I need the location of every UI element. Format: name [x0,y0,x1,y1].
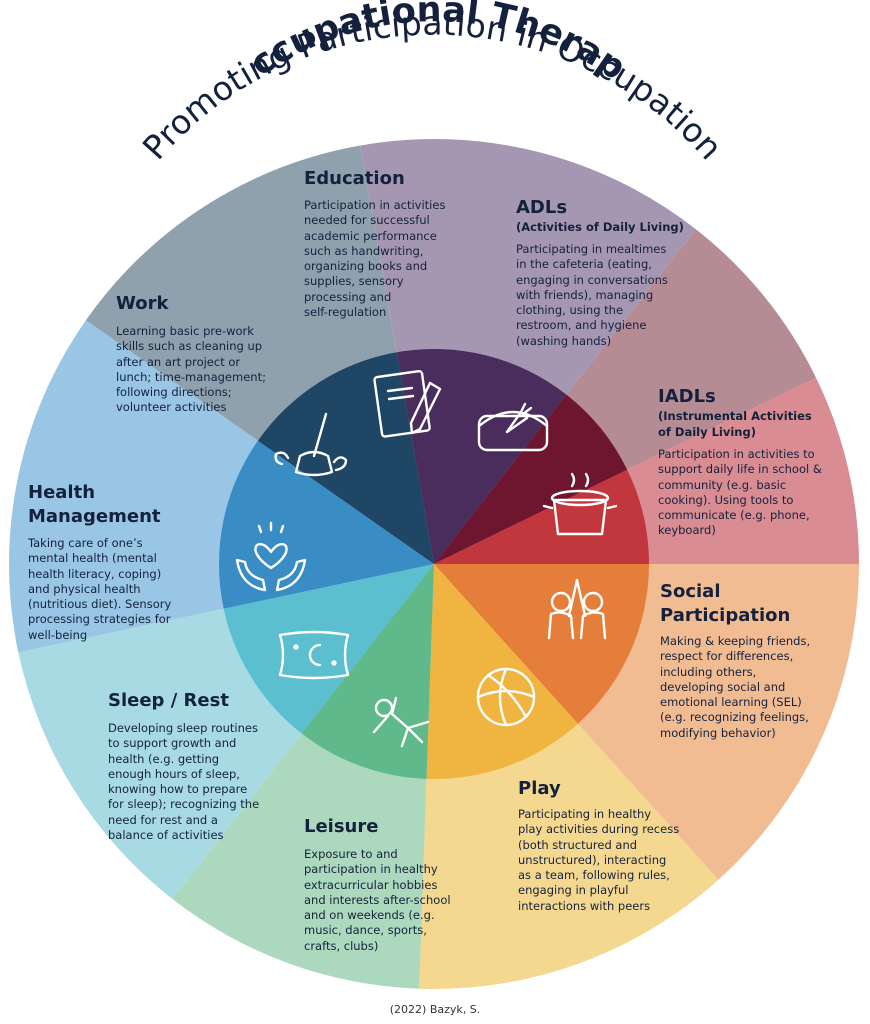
segment-title-education: Education [304,168,405,189]
ball-icon [476,667,536,727]
high-five-icon [547,578,607,640]
segment-title-play: Play [518,778,561,799]
pillow-moon-icon [278,630,350,680]
lunchbox-icon [477,402,549,452]
segment-title-iadls: IADLs [658,386,716,407]
segment-title-work: Work [116,293,169,314]
inner-wedge-sleep [223,564,434,734]
inner-ring [219,349,650,780]
inner-wedge-leisure [301,564,434,779]
inner-wedge-social [434,564,650,724]
inner-wedge-work [257,352,434,564]
segment-desc-social-participation: Making & keeping friends,respect for dif… [660,634,811,740]
inner-wedge-education [396,349,567,564]
inner-wedge-iadls [434,469,649,564]
notebook-pencil-icon [373,369,442,438]
inner-wedge-play [426,564,578,780]
segment-title-sleep-rest: Sleep / Rest [108,690,229,711]
icon-layer [235,369,618,748]
inner-wedge-adls [434,394,628,564]
mop-icon [274,412,348,477]
segment-title-leisure: Leisure [304,816,379,837]
segment-subtitle-adls: (Activities of Daily Living) [516,220,684,234]
credit-text: (2022) Bazyk, S. [389,1003,481,1016]
dancer-icon [372,696,430,748]
cooking-pot-icon [542,472,618,536]
segment-title-adls: ADLs [516,197,568,218]
hands-heart-icon [235,521,307,592]
